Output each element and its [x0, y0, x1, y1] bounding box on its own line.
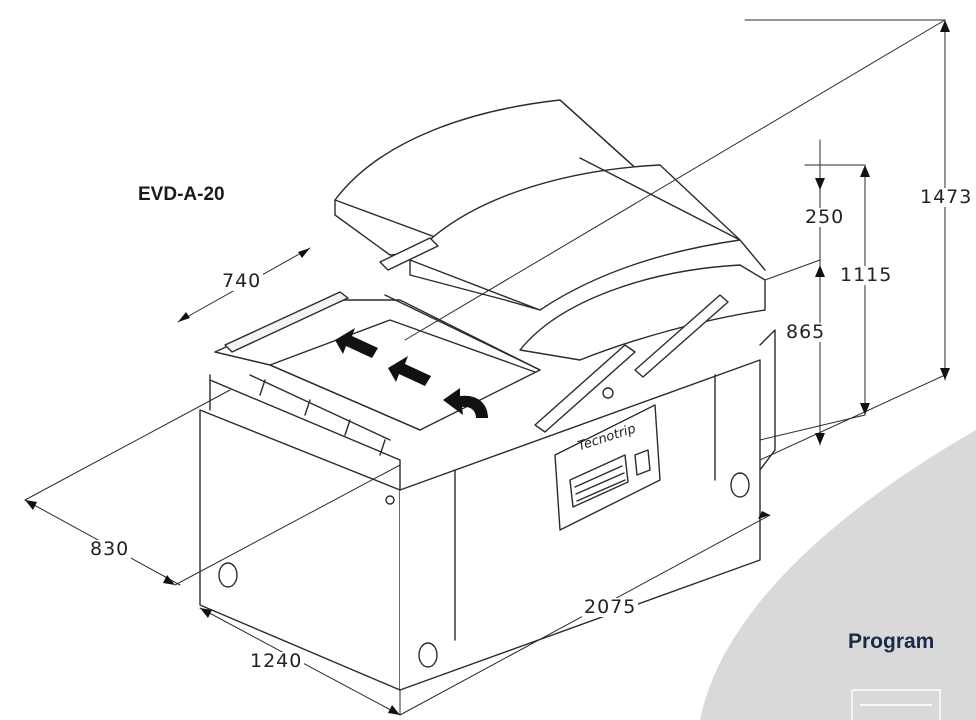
dim-height-table: 865 — [784, 321, 828, 343]
section-heading: Program — [848, 630, 935, 653]
dimension-lines — [24, 19, 946, 716]
flow-arrows — [335, 328, 488, 418]
dim-height-mid: 1115 — [838, 264, 895, 286]
dimension-arrowheads — [25, 20, 950, 715]
worktop — [214, 291, 541, 431]
dim-width-top: 740 — [220, 270, 264, 292]
wheels — [218, 472, 750, 668]
dim-height-total: 1473 — [918, 186, 975, 208]
dim-lid-gap: 250 — [803, 206, 847, 228]
dim-width-base: 1240 — [248, 650, 305, 672]
control-panel — [385, 387, 661, 531]
base-cabinet — [199, 329, 776, 691]
model-label: EVD-A-20 — [138, 184, 225, 205]
program-icon — [851, 689, 941, 720]
background-panel — [700, 430, 976, 720]
seal-bar-upper — [379, 237, 729, 433]
dim-length: 2075 — [582, 596, 639, 618]
dim-depth: 830 — [88, 538, 132, 560]
lid-right — [409, 157, 766, 361]
